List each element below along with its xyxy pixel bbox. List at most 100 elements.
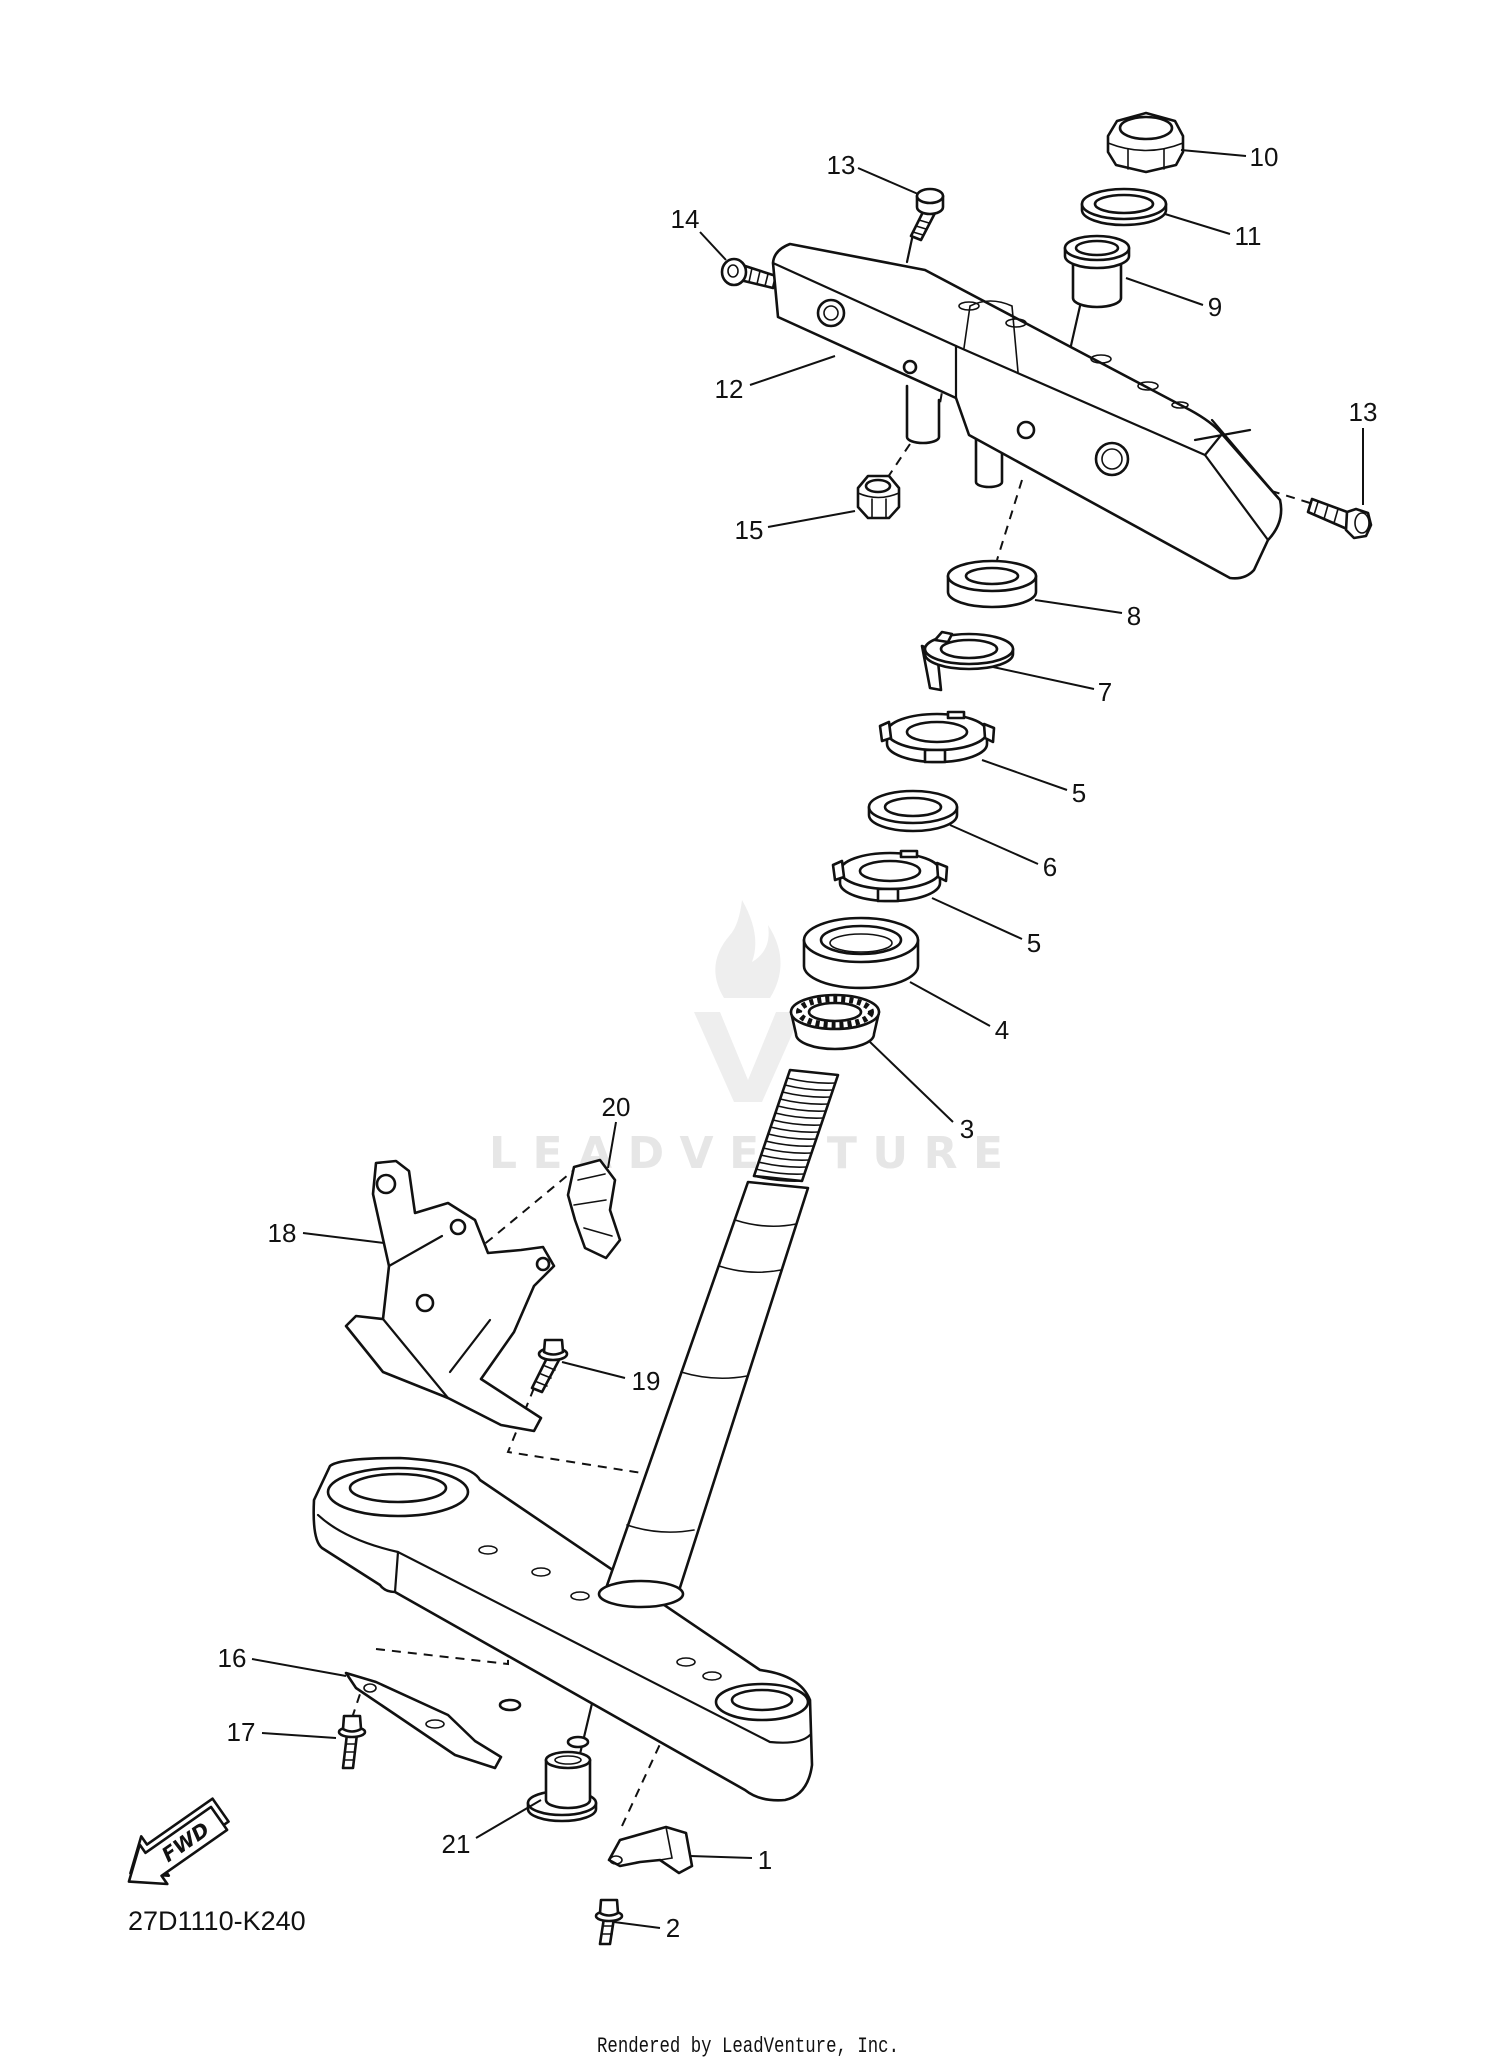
part-13-right	[1306, 497, 1373, 540]
part-13-right-head-face	[1354, 512, 1370, 534]
part-6	[867, 789, 959, 833]
part-12-slot-5	[1171, 401, 1189, 409]
part-12-end-face	[1193, 418, 1282, 502]
part-13-top-threads	[912, 219, 930, 236]
part-3	[789, 993, 881, 1051]
part-12-slot-3	[1090, 354, 1112, 364]
callout-21: 21	[442, 1829, 471, 1859]
axis-seal-8	[996, 479, 1023, 561]
part-6-bore	[883, 796, 943, 818]
part-19-shaft	[530, 1354, 561, 1394]
leader-5-upper	[981, 759, 1068, 791]
part-1-hole	[609, 1855, 623, 1865]
part-1-body	[607, 1825, 694, 1875]
part-2	[594, 1898, 624, 1946]
part-5-lower-lug-3	[876, 887, 900, 903]
lower-bracket-slot-5	[702, 1671, 722, 1681]
axis-bolt-13-top	[905, 232, 915, 264]
watermark-logo-v	[694, 1012, 802, 1102]
stem-band-3	[680, 1371, 748, 1380]
part-5-lower-lug-1	[831, 859, 846, 882]
part-11	[1080, 187, 1168, 227]
part-15-hole	[864, 478, 892, 494]
stem-band-4	[626, 1524, 695, 1533]
lower-bracket-slot-3	[570, 1591, 590, 1601]
part-18-body	[344, 1159, 556, 1433]
part-13-right-head	[1344, 507, 1373, 540]
axis-bracket-upper	[938, 345, 951, 410]
callout-12: 12	[715, 374, 744, 404]
part-12-hole-front-inner	[823, 305, 839, 321]
part-5-lower-bore	[858, 859, 922, 883]
part-12-tower	[963, 300, 1019, 373]
part-20	[566, 1158, 622, 1260]
leader-lines	[251, 149, 1364, 1929]
part-17-head	[341, 1714, 363, 1733]
leader-10	[1180, 149, 1247, 157]
callouts: 13 10 11 14 9 12 13 15 8 7 5 6 5 4 3 20 …	[218, 142, 1378, 1943]
part-12-body	[771, 242, 1283, 580]
stem-threads	[752, 1077, 837, 1182]
leader-2	[613, 1921, 661, 1929]
leader-8	[1034, 599, 1123, 614]
part-steering-stem	[597, 1068, 840, 1609]
part-18-bend-2	[448, 1318, 492, 1374]
part-12-hole-large	[1094, 441, 1130, 477]
callout-3: 3	[960, 1114, 974, 1144]
leader-18	[302, 1232, 385, 1244]
part-7-top-tab	[933, 630, 954, 644]
part-1-fold	[659, 1826, 673, 1861]
callout-10: 10	[1250, 142, 1279, 172]
part-18-bend-3	[381, 1317, 450, 1400]
part-12-hole-large-inner	[1101, 448, 1123, 470]
lower-bracket-left-face	[393, 1550, 400, 1594]
callout-2: 2	[666, 1913, 680, 1943]
part-12-slot-2	[1005, 318, 1027, 328]
lower-bracket-slot-7	[566, 1735, 590, 1749]
leader-15	[767, 510, 856, 528]
part-13-top-head	[915, 187, 945, 205]
part-5-upper-lug-2	[982, 722, 996, 744]
stem-collar	[597, 1579, 685, 1609]
leader-12	[749, 355, 836, 386]
part-10	[1106, 111, 1185, 174]
leader-19	[561, 1361, 626, 1379]
callout-15: 15	[735, 515, 764, 545]
callout-1: 1	[758, 1845, 772, 1875]
part-7-bore	[939, 638, 999, 660]
stem-band-2	[718, 1265, 782, 1274]
render-credit: Rendered by LeadVenture, Inc.	[597, 2034, 899, 2059]
part-13-right-threads	[1313, 501, 1339, 524]
leader-11	[1164, 213, 1231, 235]
part-16-hole	[363, 1683, 377, 1693]
watermark-logo-flame	[715, 900, 781, 998]
callout-5-upper: 5	[1072, 778, 1086, 808]
callout-13-top: 13	[827, 150, 856, 180]
leader-9	[1125, 277, 1204, 306]
part-11-hole	[1093, 193, 1155, 215]
part-2-head	[598, 1898, 620, 1917]
part-12-hole-mid	[1016, 420, 1036, 440]
leader-16	[251, 1658, 347, 1677]
callout-5-lower: 5	[1027, 928, 1041, 958]
part-5-lower	[831, 849, 949, 903]
leader-6	[949, 824, 1039, 865]
part-15	[856, 474, 901, 520]
callout-16: 16	[218, 1643, 247, 1673]
part-5-lower-lug-2	[935, 861, 949, 883]
part-14-head-socket	[727, 264, 739, 278]
part-20-detail	[573, 1173, 613, 1237]
part-12-peg-right	[974, 438, 1004, 489]
stem-band-1	[734, 1219, 797, 1228]
part-8-bore	[964, 566, 1020, 586]
leader-3	[869, 1041, 954, 1123]
part-18-hole-1	[375, 1173, 397, 1195]
callout-8: 8	[1127, 601, 1141, 631]
part-9	[1063, 234, 1131, 309]
part-18-hole-3	[415, 1293, 435, 1313]
lower-bracket-right-bore	[730, 1688, 794, 1712]
watermark-text: LEADVENTURE	[489, 1128, 1003, 1179]
callout-11: 11	[1235, 221, 1262, 251]
part-9-body	[1071, 254, 1123, 309]
leader-20	[607, 1121, 617, 1169]
